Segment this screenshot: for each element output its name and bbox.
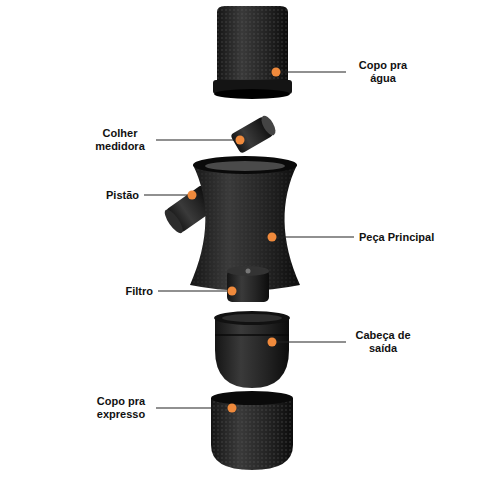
- part-label: Filtro: [126, 285, 154, 298]
- body-texture: [190, 165, 300, 291]
- part-label: Copo pra água: [352, 59, 414, 85]
- piston-end: [162, 207, 186, 236]
- marker-dot: [188, 191, 197, 200]
- marker-dots: [188, 68, 281, 413]
- part-label: Cabeça de saída: [351, 329, 415, 355]
- part-label: Pistão: [106, 189, 139, 202]
- marker-dot: [268, 233, 277, 242]
- filter-top: [227, 266, 269, 276]
- leader-lines: [144, 72, 354, 408]
- body-top: [193, 156, 297, 174]
- body-shape: [190, 165, 300, 291]
- water-cup: [213, 6, 292, 99]
- part-label: Copo pra expresso: [91, 395, 151, 421]
- part-label: Colher medidora: [89, 127, 151, 153]
- measuring-scoop: [230, 113, 278, 154]
- marker-dot: [272, 68, 281, 77]
- cup-opening: [214, 89, 290, 99]
- head-top: [214, 311, 290, 325]
- leader-line: [158, 290, 232, 291]
- leader-line: [272, 236, 354, 237]
- leader-line: [144, 194, 192, 195]
- leader-line: [156, 139, 240, 140]
- marker-dot: [236, 136, 245, 145]
- espresso-cup: [211, 391, 293, 470]
- head-inner: [222, 314, 282, 322]
- filter-center: [246, 269, 251, 274]
- cup-texture: [211, 398, 293, 470]
- leader-line: [276, 71, 346, 72]
- body-inner-rim: [205, 161, 285, 171]
- part-label: Peça Principal: [359, 231, 434, 244]
- main-body: [190, 156, 300, 291]
- cup-top: [211, 391, 293, 405]
- marker-dot: [268, 338, 277, 347]
- head-body: [215, 318, 289, 388]
- filter: [227, 266, 269, 302]
- cup-body: [211, 398, 293, 470]
- marker-dot: [228, 287, 237, 296]
- cup-texture: [217, 6, 288, 82]
- leader-line: [272, 341, 346, 342]
- cup-body: [217, 6, 288, 82]
- leader-line: [156, 407, 232, 408]
- scoop-opening: [259, 113, 279, 137]
- head-band: [215, 334, 289, 336]
- marker-dot: [228, 404, 237, 413]
- outlet-head: [214, 311, 290, 388]
